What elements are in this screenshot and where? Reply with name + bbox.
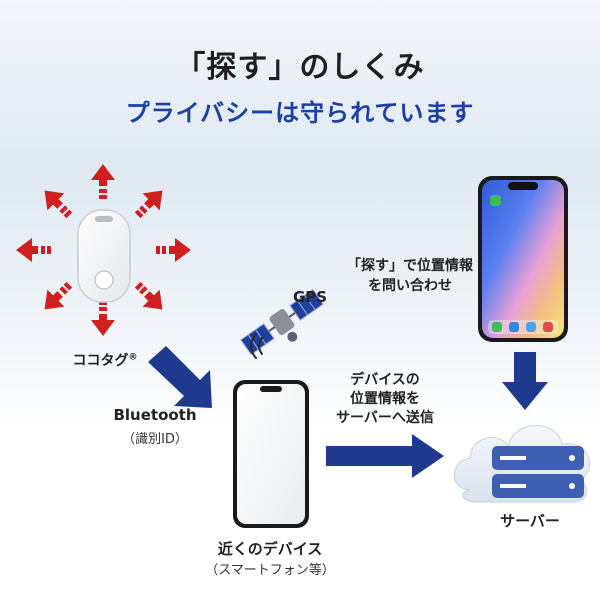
- registered-mark: ®: [128, 352, 138, 363]
- query-label: 「探す」で位置情報 を問い合わせ: [338, 256, 482, 296]
- signal-arrow-right: [156, 238, 191, 262]
- server-label: サーバー: [500, 512, 560, 530]
- tracker-tag-icon: [77, 209, 131, 303]
- send-info-label: デバイスの 位置情報を サーバーへ送信: [320, 371, 450, 428]
- signal-arrow-down-right: [134, 281, 163, 310]
- signal-arrow-up: [91, 164, 115, 199]
- signal-arrow-up-left: [44, 190, 73, 219]
- arrow-phone-to-server: [502, 352, 548, 410]
- bluetooth-label: Bluetooth: [113, 406, 197, 424]
- query-line1: 「探す」で位置情報: [347, 258, 473, 274]
- signal-arrow-down-left: [44, 281, 73, 310]
- page-title: 「探す」のしくみ: [175, 50, 425, 85]
- cloud-server-icon: [453, 425, 591, 503]
- page-subtitle: プライバシーは守られています: [125, 99, 475, 127]
- owner-phone-icon: [478, 176, 568, 342]
- gps-label: GPS: [292, 288, 328, 306]
- nearby-device-label: 近くのデバイス: [217, 540, 323, 558]
- tag-label: ココタグ®: [60, 350, 150, 370]
- nearby-device-sub: （スマートフォン等）: [205, 563, 335, 578]
- bluetooth-sub: （識別ID）: [122, 432, 188, 447]
- signal-arrows: [16, 164, 191, 336]
- satellite-icon: [240, 288, 324, 356]
- signal-arrow-down: [91, 301, 115, 336]
- tag-name: ココタグ: [72, 353, 129, 369]
- nearby-phone-icon: [233, 380, 309, 528]
- query-line2: を問い合わせ: [368, 278, 452, 294]
- send-info-line1: デバイスの: [350, 372, 420, 388]
- arrow-device-to-server: [326, 434, 444, 478]
- arrow-tag-to-device: [148, 346, 212, 408]
- signal-arrow-left: [16, 238, 51, 262]
- signal-waves-icon: [250, 333, 263, 359]
- send-info-line2: 位置情報を: [350, 391, 420, 407]
- signal-arrow-up-right: [134, 190, 163, 219]
- send-info-line3: サーバーへ送信: [336, 410, 434, 426]
